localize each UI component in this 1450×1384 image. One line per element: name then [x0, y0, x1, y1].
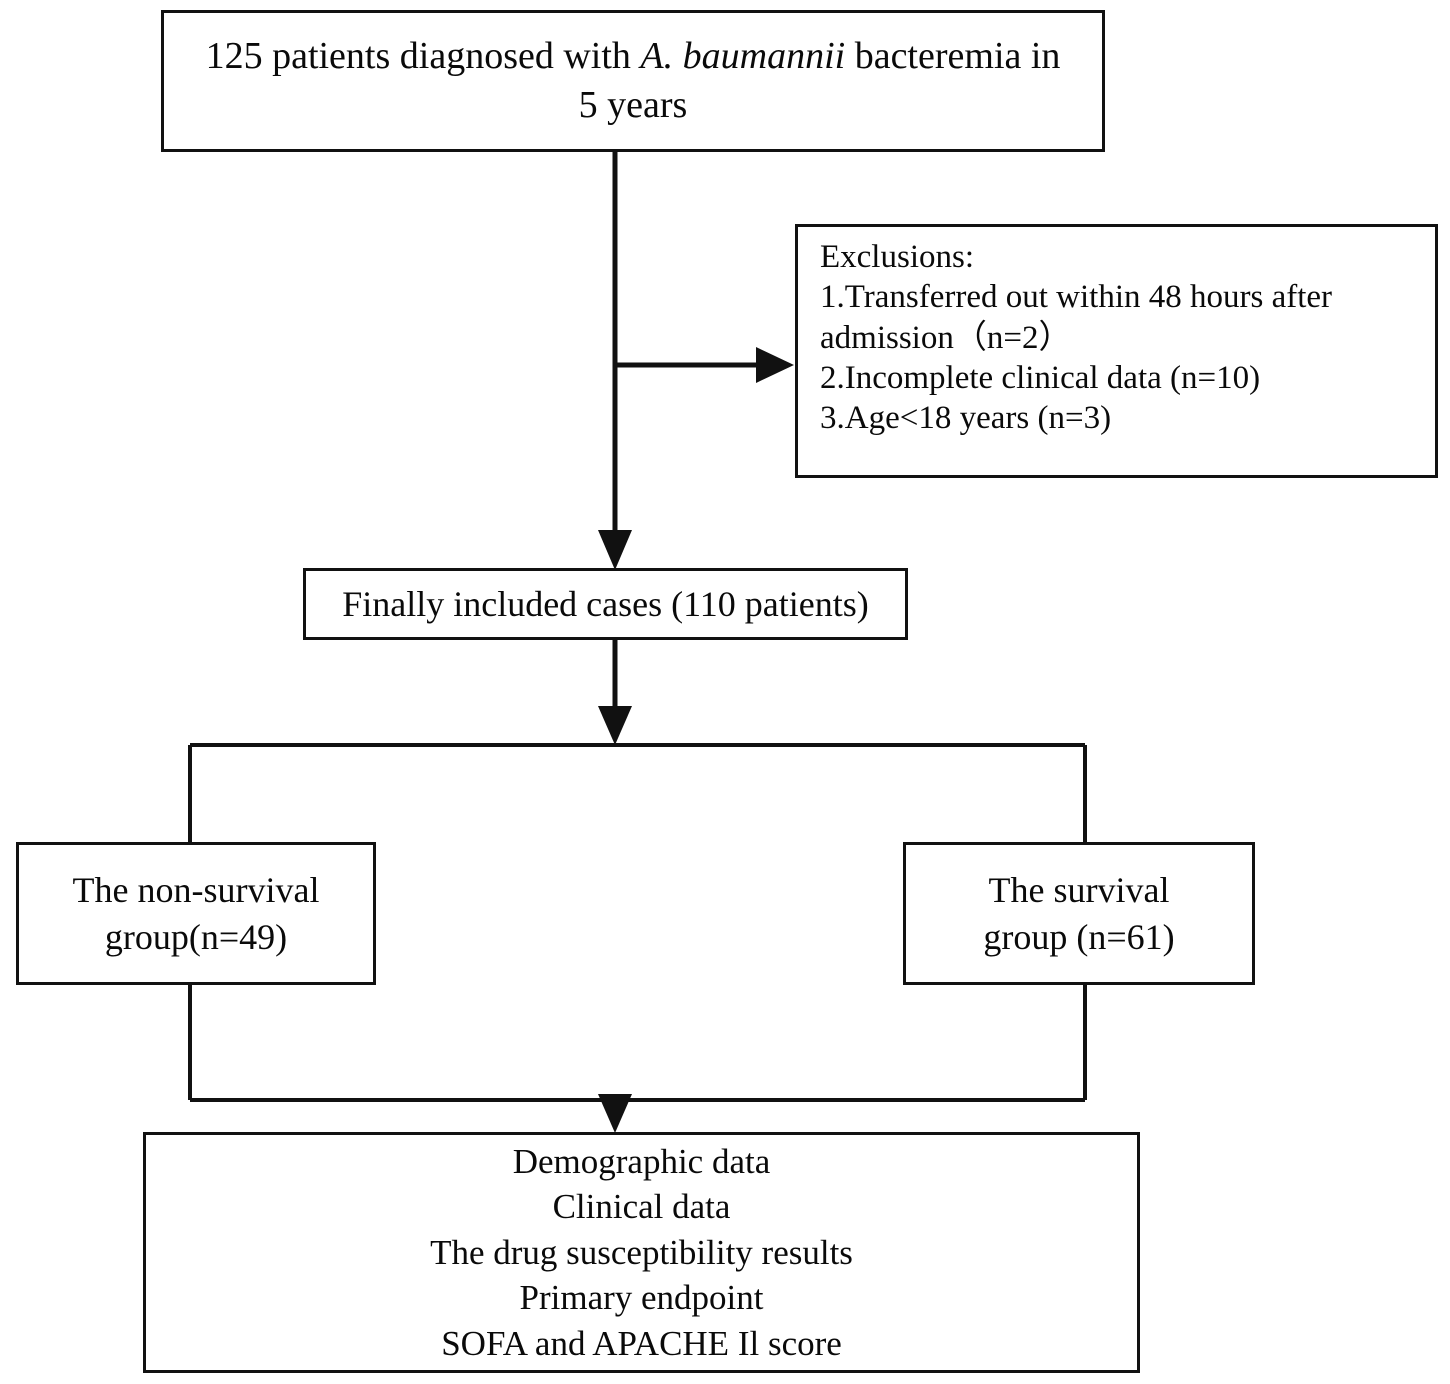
node-exclusions: Exclusions: 1.Transferred out within 48 …	[795, 224, 1438, 478]
edge-split-bar	[188, 743, 1087, 844]
exclusions-heading: Exclusions:	[820, 239, 974, 275]
survival-line-2: group (n=61)	[983, 916, 1175, 957]
enrollment-line-1: 125 patients diagnosed with A. baumannii…	[205, 34, 1061, 77]
node-enrollment: 125 patients diagnosed with A. baumannii…	[161, 10, 1105, 152]
survival-line-1: The survival	[988, 869, 1170, 910]
non-survival-line-1: The non-survival	[72, 869, 320, 910]
enrollment-line-2: 5 years	[578, 84, 688, 126]
node-collected-outcomes: Demographic data Clinical data The drug …	[143, 1132, 1140, 1373]
included-cases-label: Finally included cases (110 patients)	[342, 583, 869, 624]
edge-enrollment-to-included	[598, 152, 632, 570]
outcome-line-4: Primary endpoint	[519, 1278, 764, 1318]
outcome-line-2: Clinical data	[552, 1187, 731, 1227]
outcome-line-1: Demographic data	[512, 1141, 771, 1181]
edge-included-to-split	[598, 640, 632, 745]
exclusion-item-1-part-2: admission（n=2）	[820, 319, 1072, 356]
outcome-line-5: SOFA and APACHE Il score	[441, 1323, 842, 1363]
node-survival-group: The survival group (n=61)	[903, 842, 1255, 985]
edge-enrollment-to-exclusions	[615, 347, 794, 383]
exclusion-item-3: 3.Age<18 years (n=3)	[820, 400, 1112, 436]
node-non-survival-group: The non-survival group(n=49)	[16, 842, 376, 985]
edge-merge-to-outcomes	[598, 1094, 632, 1133]
exclusion-item-2: 2.Incomplete clinical data (n=10)	[820, 359, 1261, 396]
edge-merge-bar	[188, 984, 1087, 1102]
node-included-cases: Finally included cases (110 patients)	[303, 568, 908, 640]
exclusion-item-1-part-1: 1.Transferred out within 48 hours after	[820, 279, 1333, 316]
outcome-line-3: The drug susceptibility results	[430, 1232, 853, 1272]
non-survival-line-2: group(n=49)	[104, 916, 288, 957]
species-name: A. baumannii	[640, 34, 846, 77]
